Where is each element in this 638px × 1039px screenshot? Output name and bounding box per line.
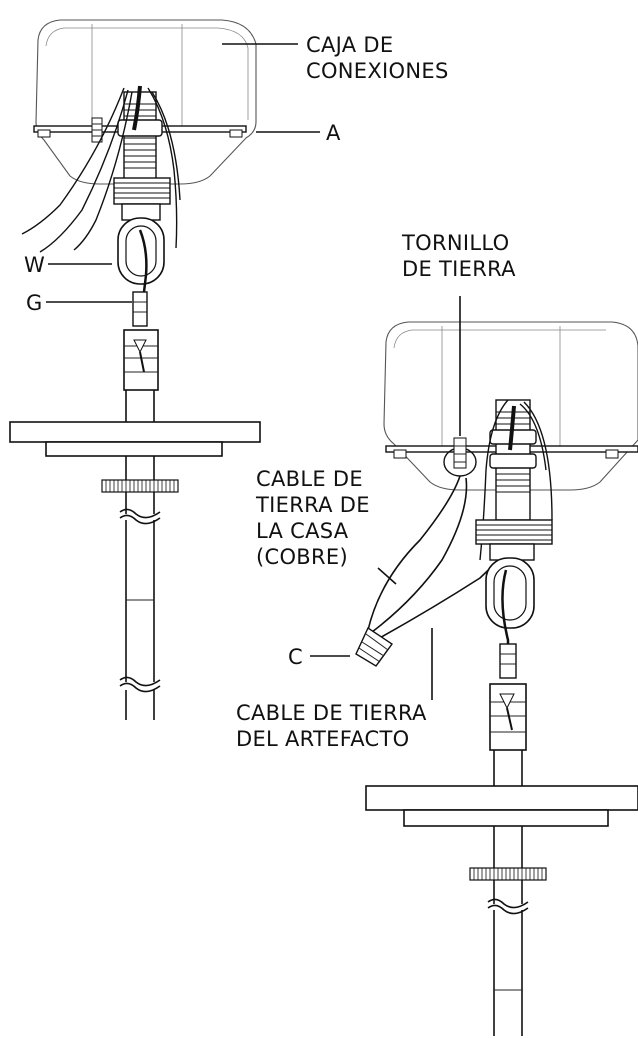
wire-nut-c (355, 626, 393, 667)
left-lower-rod (101, 456, 179, 720)
left-connector (132, 291, 148, 327)
left-canopy-collar (113, 177, 171, 221)
left-downrod (125, 390, 155, 422)
w-label: W (24, 253, 45, 277)
house-ground-label-line3: LA CASA (256, 519, 349, 543)
fixture-ground-label-line2: DEL ARTEFACTO (236, 727, 409, 751)
ground-screw-label-line2: DE TIERRA (402, 257, 516, 281)
right-downrod (493, 750, 523, 786)
right-connector (499, 643, 517, 679)
ground-screw-label-line1: TORNILLO (401, 231, 509, 255)
house-ground-leader (377, 567, 397, 585)
right-canopy-flange (365, 785, 638, 827)
right-wires (367, 399, 553, 641)
left-hook-loop (117, 217, 165, 293)
house-ground-label-line4: (COBRE) (256, 545, 348, 569)
left-canopy-flange (9, 421, 261, 457)
junction-box-label-line2: CONEXIONES (306, 59, 449, 83)
plate-a-label: A (326, 121, 341, 145)
left-wires (21, 85, 181, 253)
g-label: G (26, 291, 43, 315)
right-lower-rod (469, 826, 547, 1036)
left-stem-coupler (123, 329, 159, 391)
house-ground-label-line2: TIERRA DE (255, 493, 370, 517)
junction-box-label-line1: CAJA DE (306, 33, 393, 57)
wire-nut-c-label: C (288, 645, 303, 669)
fixture-ground-label-line1: CABLE DE TIERRA (236, 701, 427, 725)
right-stem-coupler (489, 683, 527, 751)
right-plate-screw (393, 449, 619, 459)
left-assembly: CAJA DE CONEXIONES A W G (9, 19, 449, 720)
right-assembly: TORNILLO DE TIERRA CABLE DE TIERRA DE LA… (236, 231, 638, 1036)
ground-screw (443, 437, 477, 477)
left-threaded-nipple (117, 91, 163, 183)
left-plate-screw (37, 117, 243, 143)
right-canopy-collar (475, 519, 553, 561)
right-hook-loop (485, 557, 535, 650)
house-ground-label-line1: CABLE DE (256, 467, 363, 491)
